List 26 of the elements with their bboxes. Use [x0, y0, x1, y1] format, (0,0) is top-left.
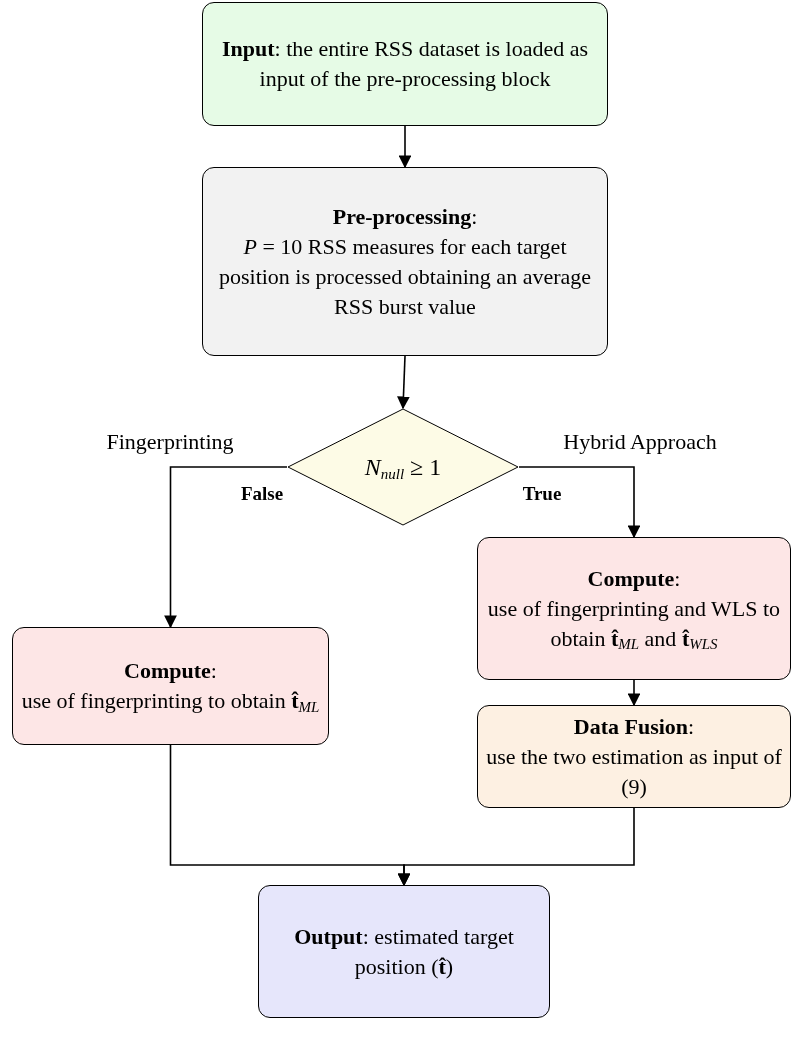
- process-box: [12, 627, 329, 745]
- arrow: [397, 355, 410, 410]
- process-box: [477, 705, 791, 808]
- arrow: [627, 679, 641, 707]
- box-text: Output: estimated target position (t̂): [293, 922, 515, 981]
- box-text: Input: the entire RSS dataset is loaded as input of the pre-processing block: [221, 35, 589, 93]
- process-box: [258, 885, 550, 1018]
- box-heading: Data Fusion:: [573, 712, 695, 741]
- box-text: N$_{null}$ ≥ 1: [364, 453, 442, 482]
- box-text: P = 10 RSS measures for each target position is processed obtaining an average RSS burst value: [217, 232, 593, 321]
- box-text: use of fingerprinting to obtain t̂$_{ML}$: [21, 687, 320, 716]
- box-heading: Pre-processing:: [332, 202, 478, 231]
- box-text: use of fingerprinting and WLS to obtain t̂$_{ML}$ and t̂$_{WLS}$: [486, 594, 782, 654]
- process-box: [202, 167, 608, 356]
- arrow: [164, 466, 288, 629]
- branch-label: Hybrid Approach: [563, 428, 717, 456]
- decision-diamond: [287, 408, 519, 526]
- process-box: [477, 537, 791, 680]
- arrow: [398, 125, 412, 169]
- box-heading: Compute:: [124, 657, 217, 685]
- arrow: [518, 466, 641, 539]
- arrow: [397, 807, 635, 887]
- box-heading: Compute:: [587, 564, 681, 593]
- process-box: [202, 2, 608, 126]
- branch-label: Fingerprinting: [106, 428, 234, 456]
- box-text: use the two estimation as input of (9): [486, 742, 782, 801]
